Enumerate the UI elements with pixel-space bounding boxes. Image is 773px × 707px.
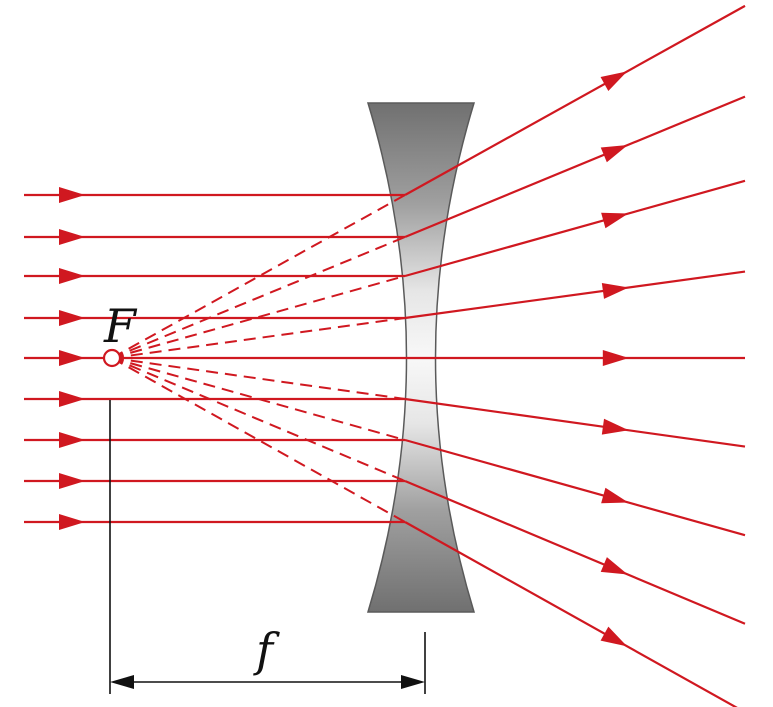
refracted-ray xyxy=(404,95,746,239)
refracted-ray xyxy=(404,179,746,278)
dashed-extension-lines xyxy=(111,194,406,523)
refracted-ray-arrowhead xyxy=(602,350,629,366)
dimension-arrow-left xyxy=(110,675,134,689)
ray-arrowheads xyxy=(59,71,629,647)
dimension-arrow-right xyxy=(401,675,425,689)
incident-ray-arrowhead xyxy=(59,268,85,284)
refracted-ray xyxy=(404,397,746,448)
incident-ray-arrowhead xyxy=(59,473,85,489)
focal-point-label: F xyxy=(103,299,138,353)
virtual-ray-extension xyxy=(111,236,406,359)
incident-ray-arrowhead xyxy=(59,187,85,203)
refracted-ray-arrowhead xyxy=(601,283,629,299)
refracted-ray xyxy=(404,4,746,196)
refracted-ray-arrowhead xyxy=(601,212,629,229)
refracted-ray-arrowhead xyxy=(601,487,629,504)
light-rays xyxy=(24,4,746,707)
focal-length-label: f xyxy=(253,623,280,677)
incident-ray-arrowhead xyxy=(59,229,85,245)
incident-ray-arrowhead xyxy=(59,310,85,326)
virtual-ray-extension xyxy=(111,317,406,359)
refracted-ray-arrowhead xyxy=(601,418,629,435)
refracted-ray-arrowhead xyxy=(600,71,628,92)
refracted-ray xyxy=(404,438,746,537)
incident-ray-arrowhead xyxy=(59,350,85,366)
refracted-ray-arrowhead xyxy=(600,144,628,163)
virtual-ray-extension xyxy=(111,275,406,359)
incident-ray-arrowhead xyxy=(59,391,85,407)
refracted-ray-arrowhead xyxy=(600,626,628,647)
incident-ray-arrowhead xyxy=(59,432,85,448)
refracted-ray xyxy=(404,521,738,707)
focal-point-marker xyxy=(102,348,122,368)
refracted-ray-arrowhead xyxy=(600,557,628,575)
virtual-ray-extension xyxy=(111,357,406,441)
refracted-ray xyxy=(404,479,746,625)
refracted-ray xyxy=(404,270,746,320)
virtual-ray-extension xyxy=(111,357,406,482)
incident-ray-arrowhead xyxy=(59,514,85,530)
virtual-ray-extension xyxy=(111,357,406,400)
